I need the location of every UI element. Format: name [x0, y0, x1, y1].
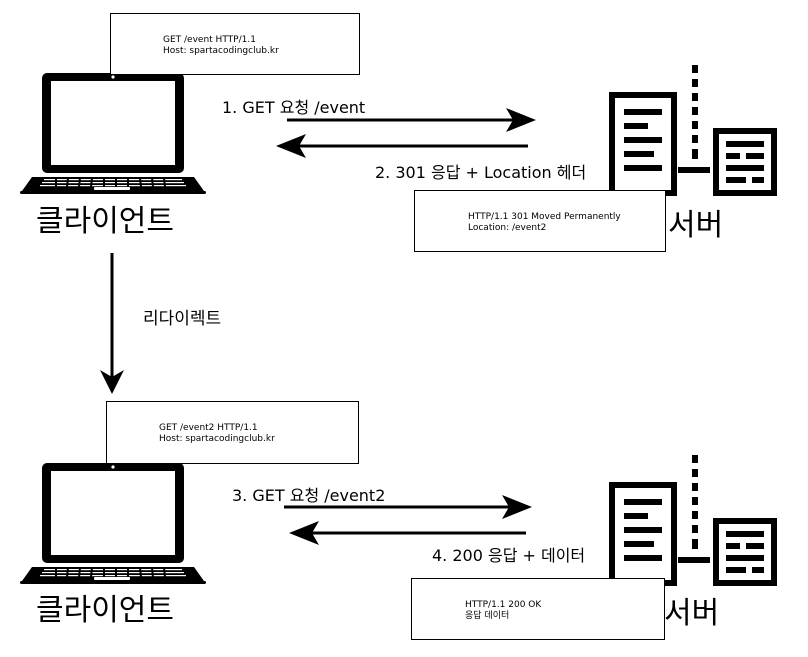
response-label-1: 2. 301 응답 + Location 헤더 — [375, 163, 587, 182]
response-arrowhead-1 — [276, 134, 306, 158]
response-box-2: HTTP/1.1 200 OK 응답 데이터 — [411, 578, 665, 640]
request-arrowhead-2 — [502, 495, 532, 519]
response-label-2: 4. 200 응답 + 데이터 — [432, 546, 586, 565]
request-label-1: 1. GET 요청 /event — [222, 98, 366, 117]
response-arrowhead-2 — [289, 521, 319, 545]
request-label-2: 3. GET 요청 /event2 — [232, 486, 386, 505]
status-line: HTTP/1.1 200 OK — [465, 600, 542, 610]
laptop-icon — [19, 462, 207, 585]
redirect-label: 리다이렉트 — [143, 309, 222, 329]
response-box-1: HTTP/1.1 301 Moved Permanently Location:… — [414, 190, 666, 252]
server-label-2: 서버 — [664, 596, 720, 631]
status-line: HTTP/1.1 301 Moved Permanently — [468, 212, 621, 222]
host-header: Host: spartacodingclub.kr — [163, 46, 279, 56]
host-header: Host: spartacodingclub.kr — [159, 434, 275, 444]
response-body: 응답 데이터 — [465, 611, 510, 621]
request-line: GET /event HTTP/1.1 — [163, 35, 256, 45]
client-label-2: 클라이언트 — [36, 593, 174, 628]
server-icon — [612, 455, 774, 583]
request-box-1: GET /event HTTP/1.1 Host: spartacodingcl… — [110, 13, 360, 75]
server-label-1: 서버 — [668, 208, 724, 243]
server-icon — [612, 65, 774, 193]
request-box-2: GET /event2 HTTP/1.1 Host: spartacodingc… — [106, 401, 359, 464]
request-line: GET /event2 HTTP/1.1 — [159, 423, 258, 433]
location-header: Location: /event2 — [468, 223, 547, 233]
client-label-1: 클라이언트 — [36, 204, 174, 239]
laptop-icon — [19, 72, 207, 195]
redirect-arrowhead — [100, 370, 124, 394]
request-arrowhead-1 — [506, 108, 536, 132]
